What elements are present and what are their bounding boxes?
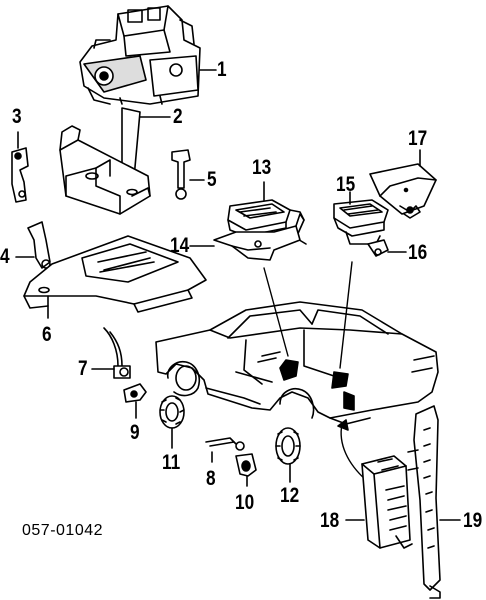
callout-7: 7 [78,357,88,380]
module-cover [369,163,437,219]
callout-19: 19 [463,509,483,532]
location-arrows [263,261,367,481]
support-link [171,149,191,200]
rear-sensor-bracket [205,437,245,451]
callout-3: 3 [12,105,22,128]
callout-5: 5 [207,168,217,191]
splash-shield [23,235,207,313]
callout-11: 11 [162,451,181,474]
front-sensor [123,383,147,403]
module-support [367,239,389,257]
electronic-control-unit [361,455,413,549]
mounting-rail [407,405,441,599]
abs-bracket [59,107,151,215]
callout-4: 4 [0,245,10,268]
module-bracket [213,213,305,261]
abs-modulator-assembly [79,5,201,105]
callout-15: 15 [336,173,356,196]
callout-16: 16 [408,241,428,264]
control-module-15 [333,199,389,245]
callout-17: 17 [408,127,428,150]
callout-2: 2 [173,105,183,128]
callout-1: 1 [217,58,227,81]
tone-ring-front [159,395,185,429]
callout-18: 18 [320,509,340,532]
callout-9: 9 [130,421,140,444]
callout-14: 14 [170,234,190,257]
mount-bracket [27,221,51,269]
rear-sensor [235,453,257,477]
callout-13: 13 [252,156,272,179]
small-bracket [11,147,29,203]
callout-12: 12 [280,484,300,507]
wheel-speed-sensor [103,327,131,379]
callout-6: 6 [42,323,52,346]
tone-ring-rear [275,427,301,465]
vehicle-body [155,301,439,425]
diagram-part-number: 057-01042 [22,522,104,539]
callout-10: 10 [235,491,255,514]
callout-8: 8 [206,467,216,490]
